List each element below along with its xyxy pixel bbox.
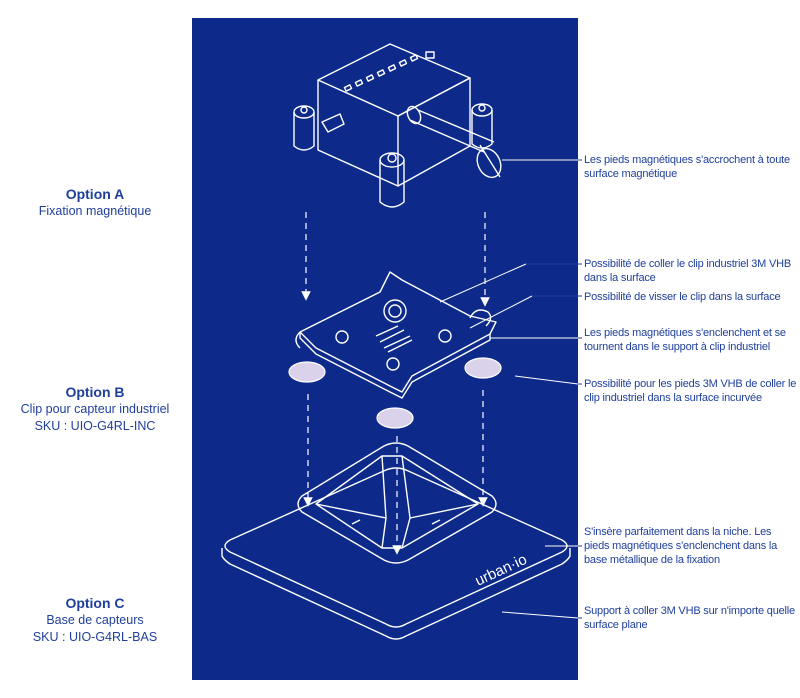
option-b-sku: SKU : UIO-G4RL-INC [34, 419, 156, 433]
option-c-sku: SKU : UIO-G4RL-BAS [32, 630, 158, 644]
option-c-subtitle: Base de capteurs [46, 613, 144, 627]
option-c-label: Option C Base de capteurs SKU : UIO-G4RL… [0, 595, 190, 646]
vent-slots [343, 51, 435, 92]
callout-niche-fit: S'insère parfaitement dans la niche. Les… [584, 526, 778, 566]
sensor-base [221, 442, 571, 640]
industrial-clip [295, 271, 497, 399]
callout-vhb-clip: Possibilité de coller le clip industriel… [584, 258, 792, 284]
option-a-subtitle: Fixation magnétique [38, 204, 152, 218]
callout-leaders-outside [526, 159, 582, 619]
sensor-module [293, 43, 502, 208]
callout-leaders [439, 159, 579, 619]
option-a-title: Option A [65, 186, 125, 202]
callout-magnetic-feet: Les pieds magnétiques s'accrochent à tou… [584, 154, 790, 180]
option-b-title: Option B [65, 384, 125, 400]
option-c-title: Option C [65, 595, 125, 611]
option-a-label: Option A Fixation magnétique [0, 186, 190, 220]
diagram-panel [192, 18, 578, 680]
option-b-label: Option B Clip pour capteur industriel SK… [0, 384, 190, 435]
adhesive-pads [288, 357, 502, 429]
callout-curved-surface: Possibilité pour les pieds 3M VHB de col… [584, 378, 797, 404]
callout-flat-surface: Support à coller 3M VHB sur n'importe qu… [584, 605, 795, 631]
magnetic-feet [293, 103, 493, 208]
assembly-guides [301, 212, 490, 555]
callout-feet-snap: Les pieds magnétiques s'enclenchent et s… [584, 327, 786, 353]
callout-screw-clip: Possibilité de visser le clip dans la su… [584, 291, 781, 303]
option-b-subtitle: Clip pour capteur industriel [20, 402, 170, 416]
brand-mark: urban·io [473, 551, 530, 590]
